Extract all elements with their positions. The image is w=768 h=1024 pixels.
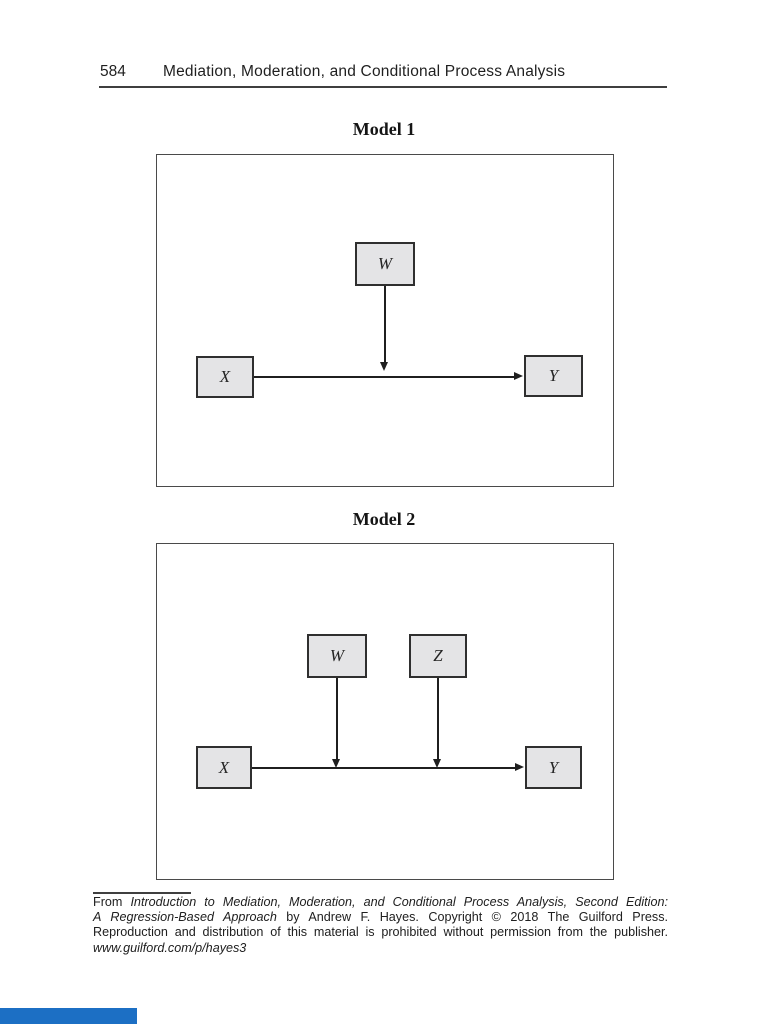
model1-arrow-w-to-path [384, 286, 386, 362]
credit-line-3-roman: Reproduction and distribution of this ma… [93, 925, 668, 940]
credit-line-1-roman: From [93, 895, 131, 909]
model-1-diagram: W X Y [156, 154, 614, 487]
credit-url: www.guilford.com/p/hayes3 [93, 941, 668, 956]
model1-node-y: Y [524, 355, 583, 397]
model-1-title: Model 1 [352, 119, 416, 139]
model2-node-y: Y [525, 746, 582, 789]
credit-line-2-title-italic: A Regression-Based Approach [93, 910, 277, 925]
model1-arrowhead-x-to-y [514, 372, 523, 380]
model-2-title: Model 2 [352, 509, 416, 529]
model2-node-w: W [307, 634, 367, 678]
footnote-rule [93, 892, 191, 894]
credit-line-1: From Introduction to Mediation, Moderati… [93, 895, 668, 910]
running-head: Mediation, Moderation, and Conditional P… [163, 63, 566, 80]
credit-url-text: www.guilford.com/p/hayes3 [93, 940, 247, 955]
model2-arrow-x-to-y [252, 767, 516, 769]
copyright-credit: From Introduction to Mediation, Moderati… [93, 895, 668, 956]
credit-line-2: A Regression-Based Approach by Andrew F.… [93, 910, 668, 925]
model1-node-y-label: Y [548, 366, 559, 385]
credit-line-1-title-italic: Introduction to Mediation, Moderation, a… [130, 895, 668, 909]
header-rule [99, 86, 667, 88]
model2-arrowhead-x-to-y [515, 763, 524, 771]
credit-line-3: Reproduction and distribution of this ma… [93, 925, 668, 940]
model2-arrowhead-w-to-path [332, 759, 340, 768]
model1-node-x-label: X [219, 367, 231, 386]
page-number: 584 [100, 63, 126, 80]
model2-arrow-z-to-path [437, 678, 439, 759]
model2-arrow-w-to-path [336, 678, 338, 759]
model2-node-y-label: Y [548, 757, 559, 777]
model1-arrowhead-w-to-path [380, 362, 388, 371]
model1-arrow-x-to-y [254, 376, 514, 378]
model-2-diagram: W Z X Y [156, 543, 614, 880]
model2-node-x-label: X [218, 757, 230, 777]
model1-node-x: X [196, 356, 254, 398]
model2-node-z-label: Z [433, 646, 443, 665]
model1-node-w: W [355, 242, 415, 286]
bottom-left-blue-bar [0, 1008, 137, 1024]
credit-line-2-roman: by Andrew F. Hayes. Copyright © 2018 The… [276, 910, 668, 925]
model2-node-x: X [196, 746, 252, 789]
model2-node-z: Z [409, 634, 467, 678]
model1-node-w-label: W [377, 254, 393, 273]
model2-node-w-label: W [329, 646, 345, 665]
model2-arrowhead-z-to-path [433, 759, 441, 768]
